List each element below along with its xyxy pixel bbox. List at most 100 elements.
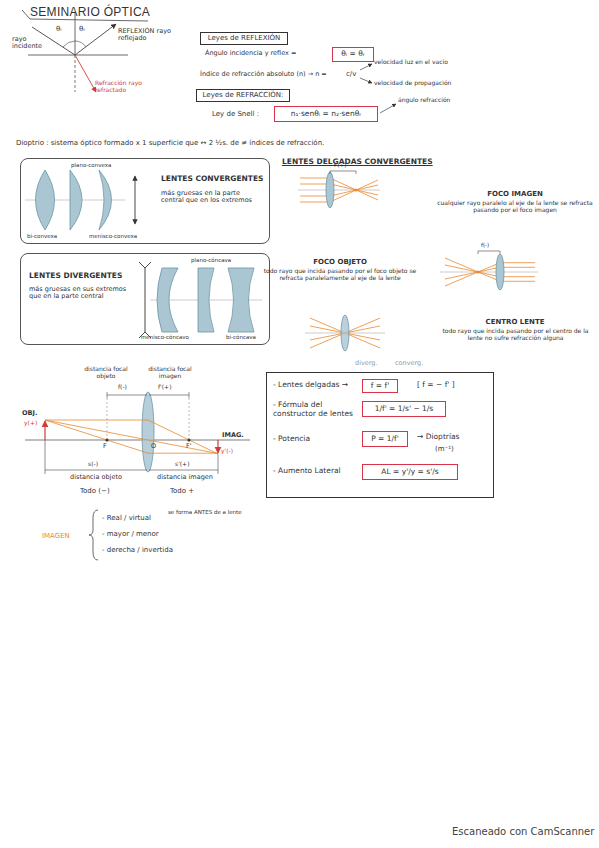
- curly-bracket: [89, 510, 98, 560]
- dimension-label: distancia focal imagen: [142, 366, 198, 380]
- meniscus-concave-lens: [157, 268, 178, 332]
- thin-lens: [326, 172, 334, 208]
- formula-panel: - Lentes delgadas → [ f = − f' ] - Fórmula…: [266, 372, 494, 498]
- node-text: más gruesas en la parte central que en l…: [161, 190, 261, 205]
- ray-label: Refracción rayo refractado: [95, 80, 147, 94]
- dimension-label: f'(+): [158, 384, 171, 391]
- node-text: LENTES DIVERGENTES: [29, 272, 122, 281]
- law-heading-box: Leyes de REFRACCIÓN:: [196, 89, 290, 102]
- node-text: AL = y'/y = s'/s: [381, 468, 438, 477]
- dimension-label: f'(+): [334, 162, 346, 168]
- node-text: plano-cóncava: [191, 257, 231, 263]
- divergent-symbol: [139, 262, 151, 268]
- image-label: IMAG.: [222, 432, 244, 439]
- object-arrow: [44, 421, 45, 440]
- divergent-symbol: [145, 268, 146, 332]
- dimension-line: [45, 440, 218, 474]
- list-item: - derecha / invertida: [102, 546, 173, 554]
- node-text: menisco-cóncavo: [141, 334, 189, 340]
- rule-text: todo rayo que incida pasando por el foco…: [262, 268, 418, 282]
- biconvex-lens: [36, 170, 55, 230]
- ray-label: REFLEXIÓN rayo reflejado: [118, 28, 173, 43]
- node-text: - Aumento Lateral: [273, 467, 341, 476]
- angle-arc: [75, 41, 86, 47]
- annotation: se forma ANTES de a lente: [168, 509, 242, 515]
- interface-line: [28, 55, 128, 56]
- node-text: más gruesas en sus extremos que en la pa…: [29, 286, 134, 301]
- point-label: F': [186, 443, 192, 450]
- light-rays: [445, 258, 535, 286]
- formula-box: AL = y'/y = s'/s: [362, 464, 458, 480]
- lens-type-panel: plano-cóncavaLENTES DIVERGENTES más grues…: [20, 253, 270, 345]
- light-rays: [45, 420, 218, 454]
- rule-text: todo rayo que incida pasando por el cent…: [438, 328, 593, 342]
- node-text: - Fórmula del constructor de lentes: [273, 401, 361, 418]
- node-text: - Potencia: [273, 435, 310, 444]
- dimension-label: f(-): [481, 242, 489, 248]
- lens-type-panel: plano-convexaLENTES CONVERGENTES más grue…: [20, 158, 270, 244]
- note-arrow: [380, 104, 396, 113]
- image-arrow: [217, 440, 218, 453]
- object-label: y(+): [24, 420, 37, 427]
- faint-note: converg.: [395, 360, 423, 367]
- node-text: bi-convexa: [27, 233, 57, 239]
- node-text: menisco-convexa: [89, 233, 137, 239]
- node-text: → Dioptrías: [417, 433, 460, 442]
- note-text: Ley de Snell :: [212, 110, 259, 118]
- note-text: Índice de refracción absoluto (n) → n =: [200, 71, 327, 78]
- node-text: n₁·senθᵢ = n₂·senθᵣ: [291, 110, 361, 119]
- annotation: velocidad luz en el vacío: [374, 59, 448, 66]
- thin-lens: [142, 392, 154, 472]
- dimension-label: distancia imagen: [155, 474, 215, 481]
- law-heading-box: Leyes de REFLEXIÓN: [200, 32, 288, 45]
- dimension-label: f(-): [118, 384, 127, 391]
- biconcave-lens: [228, 268, 254, 332]
- refracted-ray: [75, 55, 96, 92]
- node-text: Leyes de REFRACCIÓN:: [203, 91, 284, 99]
- incident-ray: [32, 27, 75, 55]
- rule-heading: CENTRO LENTE: [440, 318, 590, 326]
- dimension-label: s(-): [88, 461, 98, 468]
- angle-label: θᵣ: [79, 25, 85, 33]
- rule-heading: FOCO OBJETO: [265, 258, 415, 266]
- dimension-line: [107, 392, 189, 398]
- formula-box: n₁·senθᵢ = n₂·senθᵣ: [274, 106, 378, 122]
- thin-lens: [496, 254, 504, 290]
- node-text: (m⁻¹): [435, 445, 454, 453]
- node-text: plano-convexa: [71, 162, 111, 168]
- node-text: bi-cóncava: [226, 334, 256, 340]
- node-text: [ f = − f' ]: [417, 381, 455, 390]
- list-item: - mayor / menor: [102, 530, 159, 538]
- annotation: ángulo refracción: [398, 97, 450, 104]
- image-label: y'(-): [221, 448, 233, 455]
- dimension-label: distancia objeto: [66, 474, 126, 481]
- light-rays: [300, 178, 378, 202]
- thin-lens: [341, 315, 349, 351]
- convergent-symbol: [135, 176, 136, 224]
- dimension-label: s'(+): [175, 461, 189, 468]
- node-text: LENTES CONVERGENTES: [161, 175, 264, 184]
- focal-point: [355, 189, 358, 192]
- optical-axis: [25, 440, 250, 441]
- point-label: O: [151, 443, 156, 450]
- focal-point: [477, 271, 480, 274]
- normal-line: [75, 55, 76, 92]
- faint-note: diverg.: [355, 360, 378, 367]
- formula-box: θᵢ = θᵣ: [332, 47, 374, 62]
- section-heading: LENTES DELGADAS CONVERGENTES: [282, 158, 433, 167]
- node-text: 1/f' = 1/s' − 1/s: [375, 405, 434, 414]
- annotation: velocidad de propagación: [374, 80, 451, 87]
- ray-label: rayo incidente: [12, 36, 50, 51]
- note-arrow: [360, 64, 372, 70]
- formula-box: 1/f' = 1/s' − 1/s: [362, 401, 446, 417]
- focal-bracket: [478, 251, 500, 254]
- page-title: SEMINARIO ÓPTICA: [30, 5, 150, 19]
- formula-box: P = 1/f': [362, 431, 408, 447]
- planoconcave-lens: [198, 268, 214, 332]
- note-arrow: [360, 78, 372, 83]
- node-text: - Lentes delgadas →: [273, 381, 348, 390]
